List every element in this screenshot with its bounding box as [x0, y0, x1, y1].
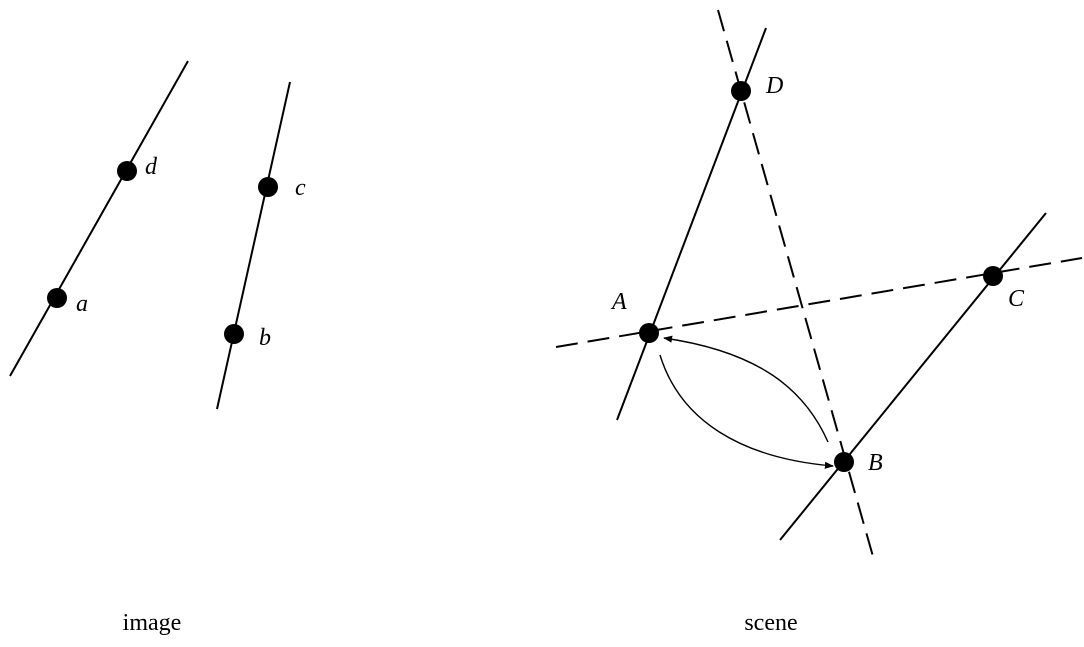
scene-point-c [983, 266, 1003, 286]
scene-label-a: A [610, 289, 627, 315]
image-point-b [224, 324, 244, 344]
scene-arrow-a-to-b [659, 354, 834, 469]
scene-panel: D A C B scene [555, 9, 1083, 636]
image-line-bc [216, 81, 291, 410]
image-caption: image [123, 610, 182, 636]
scene-dashed-line-ac [555, 257, 1083, 348]
scene-caption: scene [744, 610, 797, 636]
scene-point-d [731, 81, 751, 101]
scene-label-c: C [1008, 286, 1025, 312]
scene-line-bc [779, 212, 1047, 541]
image-point-c [258, 177, 278, 197]
scene-arrow-b-to-a [663, 335, 829, 443]
image-panel: d a c b image [9, 60, 306, 636]
scene-label-d: D [765, 73, 783, 99]
scene-point-b [834, 452, 854, 472]
image-label-c: c [295, 175, 306, 201]
image-line-ad [9, 60, 189, 377]
image-point-d [117, 161, 137, 181]
image-label-b: b [259, 325, 271, 351]
scene-point-a [639, 323, 659, 343]
image-point-a [47, 288, 67, 308]
image-label-a: a [76, 291, 88, 317]
image-label-d: d [145, 154, 158, 180]
scene-label-b: B [868, 450, 883, 476]
